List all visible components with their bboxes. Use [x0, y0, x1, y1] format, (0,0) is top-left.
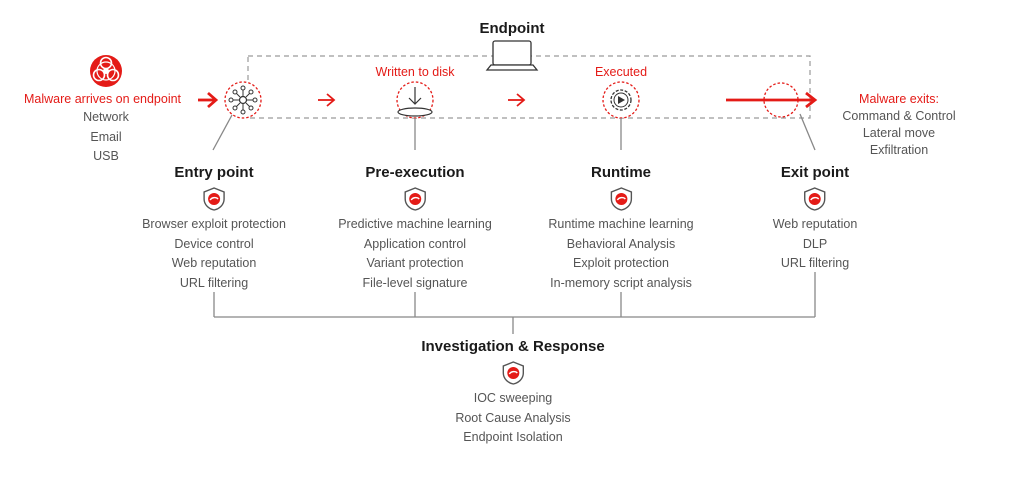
- network-hub-icon: [224, 81, 262, 119]
- stage-exit-point: Exit point Web reputation DLP URL filter…: [773, 164, 858, 274]
- shield-icon: [502, 361, 524, 385]
- exit-item: Command & Control: [842, 109, 956, 123]
- executed-label: Executed: [594, 65, 648, 79]
- feature-item: Variant protection: [366, 256, 464, 270]
- feature-item: In-memory script analysis: [550, 275, 692, 290]
- entry-source-item: Network: [83, 110, 129, 124]
- response-item: Endpoint Isolation: [463, 430, 563, 444]
- feature-item: Device control: [174, 236, 254, 251]
- stage-pre-execution: Pre-execution Predictive machine learnin…: [338, 164, 492, 293]
- feature-item: URL filtering: [179, 275, 249, 290]
- feature-item: Application control: [363, 236, 467, 251]
- feature-item: Behavioral Analysis: [566, 236, 676, 251]
- stage-title: Runtime: [591, 164, 651, 181]
- feature-item: Web reputation: [772, 217, 858, 231]
- connector-lines: [212, 113, 816, 334]
- flow-arrow-1: [318, 93, 336, 107]
- exit-item: Exfiltration: [869, 143, 929, 157]
- stage-title: Exit point: [780, 164, 850, 181]
- feature-item: URL filtering: [780, 256, 850, 270]
- disk-download-icon: [396, 81, 434, 119]
- shield-icon: [610, 187, 632, 211]
- feature-item: File-level signature: [362, 275, 468, 290]
- feature-item: Browser exploit protection: [142, 217, 286, 231]
- endpoint-label: Endpoint: [479, 20, 545, 37]
- exit-item-list: Command & Control Lateral move Exfiltrat…: [842, 108, 955, 159]
- stage-title: Entry point: [174, 164, 254, 181]
- biohazard-icon: [90, 55, 122, 87]
- gear-play-icon: [602, 81, 640, 119]
- feature-item: Exploit protection: [573, 256, 669, 270]
- feature-item: Web reputation: [171, 256, 257, 270]
- laptop-icon: [485, 40, 539, 71]
- response-item: IOC sweeping: [473, 391, 553, 405]
- shield-icon: [804, 187, 826, 211]
- exit-circle-icon: [763, 82, 799, 118]
- stage-entry-point: Entry point Browser exploit protection D…: [142, 164, 286, 293]
- flow-arrow-2: [508, 93, 526, 107]
- stage-title: Pre-execution: [365, 164, 465, 181]
- entry-source-item: USB: [93, 149, 119, 163]
- response-title: Investigation & Response: [421, 338, 605, 355]
- exit-item: Lateral move: [862, 126, 936, 140]
- entry-source-list: Network Email USB: [83, 108, 129, 167]
- response-item: Root Cause Analysis: [455, 410, 571, 425]
- feature-item: Runtime machine learning: [548, 217, 694, 231]
- feature-item: DLP: [802, 236, 828, 251]
- shield-icon: [404, 187, 426, 211]
- malware-arrives-label: Malware arrives on endpoint: [24, 92, 182, 106]
- entry-arrow: [198, 91, 219, 109]
- investigation-response: Investigation & Response IOC sweeping Ro…: [421, 338, 604, 448]
- malware-exits-label: Malware exits:: [859, 92, 939, 106]
- shield-icon: [203, 187, 225, 211]
- entry-source-item: Email: [90, 129, 122, 144]
- exit-arrow: [726, 91, 818, 109]
- feature-item: Predictive machine learning: [338, 217, 492, 231]
- stage-runtime: Runtime Runtime machine learning Behavio…: [548, 164, 693, 293]
- written-to-disk-label: Written to disk: [375, 65, 455, 79]
